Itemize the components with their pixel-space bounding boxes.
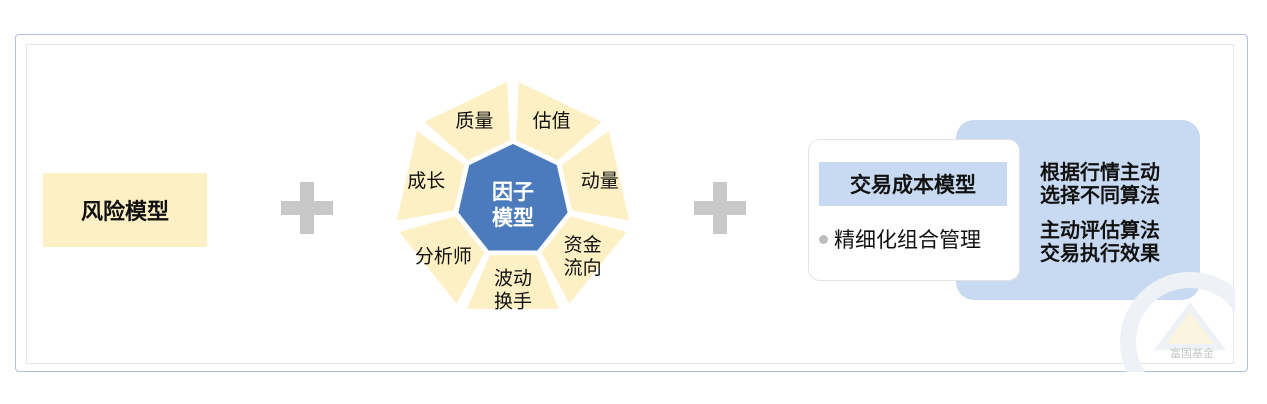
risk-model-box: 风险模型 xyxy=(43,173,207,247)
cost-bullet-text: 精细化组合管理 xyxy=(834,228,981,252)
factor-center-hexagon xyxy=(458,144,568,251)
inner-frame xyxy=(26,44,1234,364)
cost-right-line: 主动评估算法 xyxy=(1040,218,1160,242)
factor-segment xyxy=(424,82,511,161)
factor-segment-label: 波动 xyxy=(494,268,532,290)
cost-right-line: 根据行情主动 xyxy=(1040,160,1160,184)
cost-model-title-text: 交易成本模型 xyxy=(850,173,976,197)
factor-segment-label: 分析师 xyxy=(415,245,472,267)
outer-frame xyxy=(15,34,1248,372)
factor-segment xyxy=(515,82,602,161)
trading-cost-panel: 交易成本模型 精细化组合管理 根据行情主动 选择不同算法 主动评估算法 交易执行… xyxy=(808,120,1200,300)
cost-right-line: 交易执行效果 xyxy=(1040,241,1160,265)
factor-segment-label: 流向 xyxy=(564,257,602,279)
factor-segment-label: 估值 xyxy=(533,110,571,132)
cost-bullet-item: 精细化组合管理 xyxy=(819,224,981,254)
factor-segment-label: 换手 xyxy=(494,291,532,313)
risk-model-label: 风险模型 xyxy=(80,200,169,225)
factor-segment xyxy=(399,216,485,304)
watermark-text: 富国基金 xyxy=(1170,347,1214,360)
bullet-dot-icon xyxy=(819,234,828,244)
factor-segment xyxy=(467,255,559,309)
plus-icon xyxy=(281,182,333,234)
factor-segment-label: 质量 xyxy=(455,110,493,132)
factor-segment-label: 成长 xyxy=(407,170,445,192)
factor-segment xyxy=(561,131,630,221)
factor-segment xyxy=(396,131,465,221)
cost-card: 交易成本模型 精细化组合管理 xyxy=(808,139,1020,281)
factor-segment-label: 动量 xyxy=(581,170,619,192)
factor-center-label: 因子 xyxy=(492,180,534,204)
factor-segment-label: 资金 xyxy=(564,234,602,256)
cost-right-line: 选择不同算法 xyxy=(1040,183,1160,207)
cost-model-title: 交易成本模型 xyxy=(819,162,1007,206)
brand-logo-icon xyxy=(1120,272,1235,372)
factor-segment xyxy=(541,216,627,304)
plus-icon xyxy=(694,182,746,234)
factor-center-label: 模型 xyxy=(492,206,534,230)
